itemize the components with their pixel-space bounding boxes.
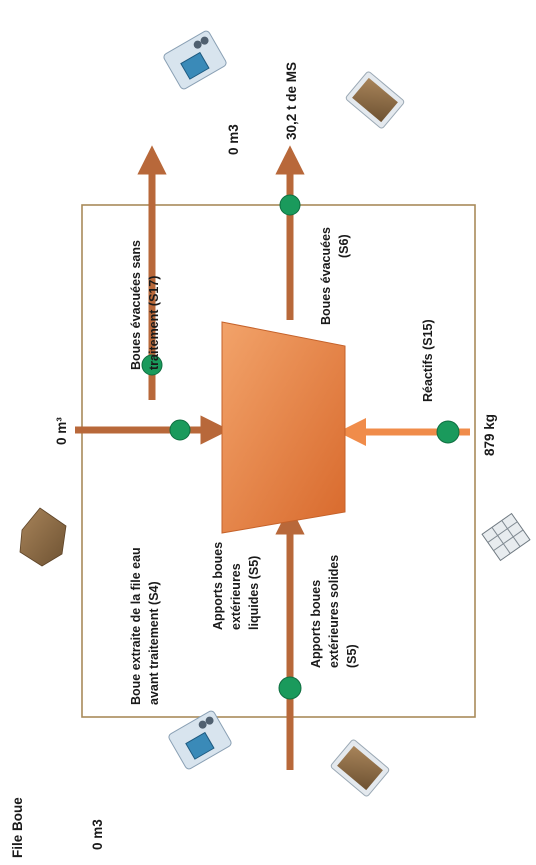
flow-s15-value: 879 kg: [482, 414, 497, 456]
flow-s17-label-line1: Boues évacuées sans: [129, 240, 143, 370]
flow-s4-value: 0 m³: [54, 417, 69, 445]
sludge-pile-icon: [19, 507, 67, 567]
flow-s5-liquid-label-line3: liquides (S5): [247, 556, 261, 630]
flow-s17-label-line2: traitement (S17): [147, 276, 161, 370]
process-block: [221, 321, 346, 534]
tanker-truck-icon: [168, 710, 232, 770]
flow-s15-label: Réactifs (S15): [421, 319, 435, 402]
measure-point-s4: [169, 419, 191, 441]
measure-point-s5: [278, 676, 302, 700]
flow-s6-label-line2: (S6): [337, 234, 351, 258]
flow-s5-liquid-label-line1: Apports boues: [211, 542, 225, 630]
measure-point-s15: [436, 420, 460, 444]
flow-s5-liquid-label-line2: extérieures: [229, 563, 243, 630]
flow-s4-label-line1: Boue extraite de la file eau: [129, 547, 143, 705]
flow-s5-solid-label-line3: (S5): [345, 644, 359, 668]
flow-s5-solid-label-line1: Apports boues: [309, 580, 323, 668]
flow-s6-value: 30,2 t de MS: [284, 62, 299, 140]
tanker-truck-icon: [163, 30, 227, 90]
sludge-container-icon: [330, 739, 390, 797]
flow-s6-label-line1: Boues évacuées: [319, 227, 333, 325]
sludge-container-icon: [345, 71, 405, 129]
section-title: File Boue: [10, 797, 25, 858]
chemical-container-icon: [481, 512, 531, 562]
flow-s4-label-line2: avant traitement (S4): [147, 581, 161, 705]
flow-s5-solid-label-line2: extérieures solides: [327, 555, 341, 668]
measure-point-s17: [141, 354, 163, 376]
system-boundary: [81, 204, 476, 718]
flow-s5-top-value: 0 m3: [226, 124, 241, 155]
flow-s5-value: 0 m3: [90, 819, 105, 850]
measure-point-s6: [279, 194, 301, 216]
